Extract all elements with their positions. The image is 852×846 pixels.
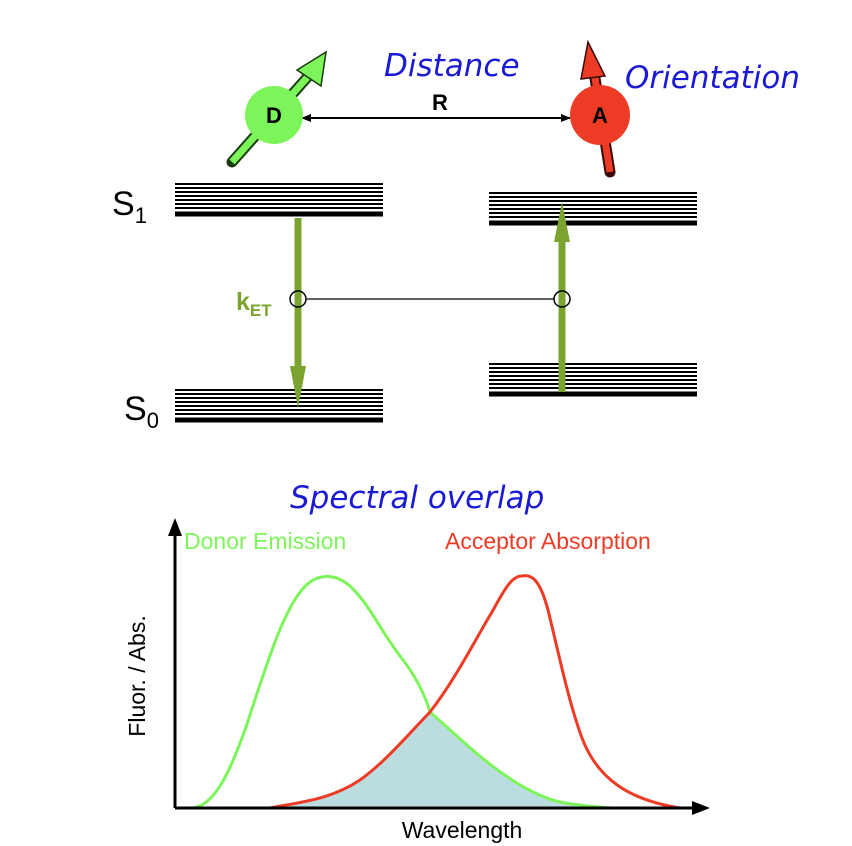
legend-donor-emission: Donor Emission [184,528,346,554]
donor-emission-curve [189,575,613,810]
x-axis-label: Wavelength [402,817,523,843]
acceptor-circle [570,85,630,145]
donor-coupling-node [289,290,307,308]
donor-s0-levels [175,389,383,423]
acceptor-absorption-arrow [554,202,570,392]
donor-s1-levels [175,183,383,217]
legend-acceptor-absorption: Acceptor Absorption [445,528,651,554]
orientation-label: Orientation [625,60,800,96]
distance-label: Distance [384,48,520,84]
acceptor-s0-levels [489,363,697,397]
s0-label: S0 [124,390,159,433]
spectral-overlap-title: Spectral overlap [290,480,544,516]
overlap-region [270,712,612,808]
s1-label: S1 [112,185,147,228]
donor-circle [245,86,303,144]
separation-label: R [432,90,448,115]
x-axis [175,801,710,815]
acceptor-label: A [592,103,608,128]
acceptor-coupling-node [553,290,571,308]
acceptor-absorption-curve [269,574,681,810]
donor-emission-arrow [290,218,306,408]
acceptor-s1-levels [489,192,697,226]
ket-label: kET [236,288,272,320]
y-axis-label: Fluor. / Abs. [124,615,150,736]
y-axis [168,518,182,808]
donor-label: D [266,103,282,128]
